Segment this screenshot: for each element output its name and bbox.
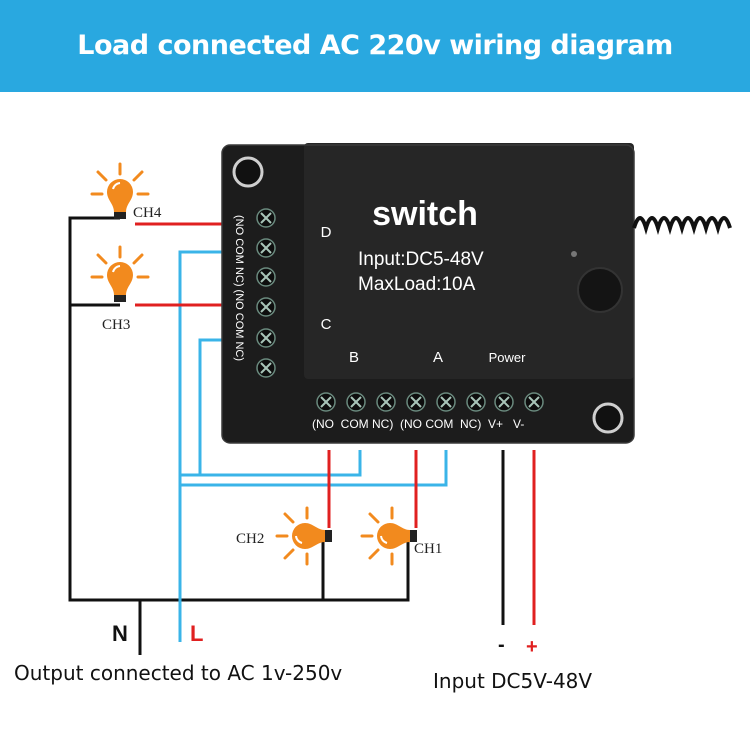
bottom-terminal-screw-5 bbox=[436, 392, 456, 412]
lamp-label-ch1: CH1 bbox=[414, 541, 442, 557]
bottom-terminal-screw-4 bbox=[406, 392, 426, 412]
neutral-label: N bbox=[112, 621, 128, 646]
left-terminal-screw-1 bbox=[256, 208, 276, 228]
left-terminal-screw-3 bbox=[256, 267, 276, 287]
live-wire-com-b bbox=[200, 450, 362, 477]
lamp-ray bbox=[368, 548, 380, 560]
lamp-ray bbox=[132, 170, 144, 182]
lamp-label-ch4: CH4 bbox=[133, 205, 162, 221]
lamp-ch4 bbox=[90, 162, 150, 219]
output-label: Output connected to AC 1v-250v bbox=[14, 661, 342, 685]
label-c: C bbox=[321, 316, 332, 333]
bottom-terminal-screw-1 bbox=[316, 392, 336, 412]
bulb-base bbox=[410, 530, 417, 542]
lamp-ray bbox=[368, 512, 380, 524]
live-label: L bbox=[190, 621, 203, 646]
relay-module: switch Input:DC5-48V MaxLoad:10A D C B A… bbox=[221, 143, 732, 444]
bottom-terminal-screw-6 bbox=[466, 392, 486, 412]
learn-button[interactable] bbox=[577, 267, 623, 313]
led-indicator bbox=[571, 251, 577, 257]
bottom-terminal-screw-3 bbox=[376, 392, 396, 412]
neutral-wire-ch2 bbox=[140, 540, 325, 602]
label-d: D bbox=[321, 224, 332, 241]
left-terminal-block bbox=[256, 208, 276, 378]
module-name: switch bbox=[372, 195, 478, 233]
wiring-diagram: switch Input:DC5-48V MaxLoad:10A D C B A… bbox=[14, 143, 732, 693]
left-terminal-screw-5 bbox=[256, 328, 276, 348]
mount-hole-bottom-right bbox=[592, 402, 624, 434]
neutral-wire-ch1 bbox=[323, 540, 410, 602]
antenna-coil bbox=[632, 216, 732, 235]
live-wire-com-a bbox=[180, 450, 448, 487]
label-b: B bbox=[349, 349, 359, 366]
bottom-terminal-block bbox=[316, 392, 544, 412]
module-cover bbox=[304, 143, 634, 379]
bottom-terminal-screw-7 bbox=[494, 392, 514, 412]
bulb-base bbox=[114, 212, 126, 219]
bottom-terminal-screw-2 bbox=[346, 392, 366, 412]
bulb-base bbox=[325, 530, 332, 542]
label-power: Power bbox=[489, 350, 527, 365]
module-input-spec: Input:DC5-48V bbox=[358, 249, 484, 270]
lamp-ch1 bbox=[360, 506, 417, 566]
lamp-ray bbox=[96, 170, 108, 182]
title-banner bbox=[0, 0, 750, 92]
left-terminal-screw-6 bbox=[256, 358, 276, 378]
bulb-base bbox=[114, 295, 126, 302]
lamp-label-ch3: CH3 bbox=[102, 317, 130, 333]
lamp-ch2 bbox=[275, 506, 332, 566]
lamp-ray bbox=[132, 253, 144, 265]
bottom-terminal-labels: (NO COM NC) (NO COM NC) V+ V- bbox=[312, 417, 524, 431]
lamp-ray bbox=[96, 253, 108, 265]
lamp-label-ch2: CH2 bbox=[236, 531, 264, 547]
label-a: A bbox=[433, 349, 443, 366]
plus-label: + bbox=[526, 636, 538, 658]
lamp-ray bbox=[283, 548, 295, 560]
left-terminal-screw-4 bbox=[256, 297, 276, 317]
minus-label: - bbox=[498, 634, 505, 656]
lamp-ray bbox=[283, 512, 295, 524]
page-title: Load connected AC 220v wiring diagram bbox=[77, 30, 673, 61]
module-max-load: MaxLoad:10A bbox=[358, 274, 476, 295]
left-terminal-labels: (NO COM NC) (NO COM NC) bbox=[233, 215, 245, 361]
mount-hole-top-left bbox=[232, 156, 264, 188]
neutral-wires bbox=[68, 216, 505, 655]
neutral-wire-main bbox=[68, 216, 142, 655]
live-wire-com-c bbox=[180, 338, 242, 477]
bottom-terminal-screw-8 bbox=[524, 392, 544, 412]
left-terminal-screw-2 bbox=[256, 238, 276, 258]
input-label: Input DC5V-48V bbox=[433, 669, 592, 693]
lamp-ch3 bbox=[90, 245, 150, 302]
